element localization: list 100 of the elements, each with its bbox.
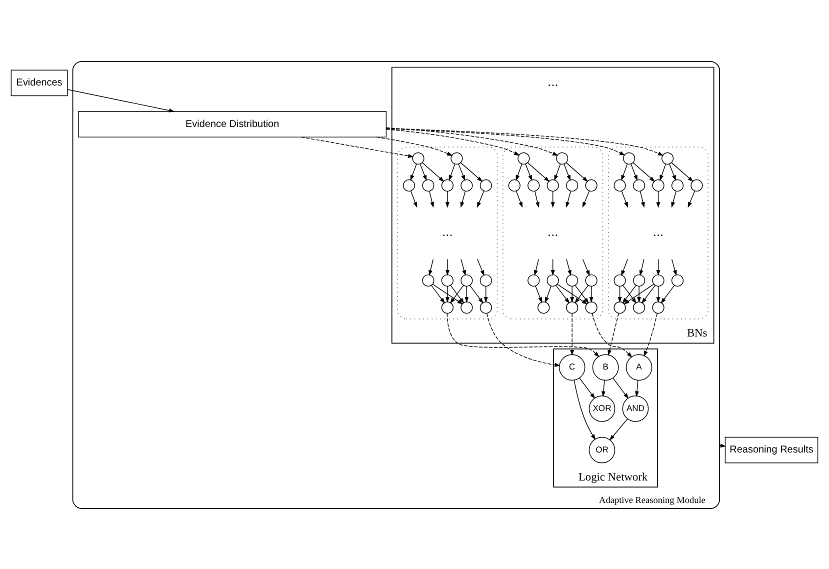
node-circle [441,301,454,314]
arrow [656,190,660,208]
arrow [535,285,542,303]
arrow [570,286,574,302]
arrow [464,286,469,302]
arrow [582,190,590,208]
arrow [621,258,628,276]
node-circle [460,274,473,286]
node-circle [633,301,646,314]
cluster [502,146,604,319]
arrow [477,258,484,276]
arrow [671,190,676,208]
node-circle [441,274,454,286]
node-circle: A [626,354,652,380]
node-circle [633,274,646,286]
arrow [669,162,676,180]
arrow [386,128,520,156]
arrow [550,258,555,276]
node-circle [614,301,626,314]
node-circle [528,178,540,192]
node-circle [546,178,559,192]
node-circle: C [558,354,586,380]
arrow [525,162,532,180]
arrow [671,258,677,276]
arrow [410,163,417,180]
arrow [621,163,628,180]
arrow [300,136,414,158]
node-circle [508,178,520,192]
arrow [460,162,483,182]
node-box: Evidence Distribution [78,110,387,137]
arrow [642,284,656,304]
arrow [660,284,675,304]
arrow [609,418,628,440]
node-circle [671,178,684,192]
node-circle [652,301,664,314]
node-circle: B [592,354,619,380]
arrow [422,162,444,182]
arrow [566,162,588,182]
arrow [410,190,418,208]
arrow [550,190,555,208]
node-box: Reasoning Results [724,436,818,463]
arrow [618,286,622,302]
arrow [420,162,427,180]
node-circle [671,274,684,286]
arrow [445,190,450,208]
node-circle: OR [588,436,616,463]
arrow [476,190,484,208]
arrow [637,286,642,302]
arrow [445,286,450,302]
arrow [566,258,572,276]
arrow [640,190,645,208]
node-circle: XOR [588,395,616,422]
arrow [460,258,466,276]
arrow [527,162,550,182]
node-circle [528,274,540,286]
node-circle [556,152,568,164]
node-circle [566,178,578,192]
node-circle [422,178,434,192]
node-circle [546,274,559,286]
node-circle [460,178,473,192]
arrow [556,283,588,304]
arrow [428,258,434,276]
arrow [376,136,453,156]
node-circle [652,178,664,192]
label: ... [548,74,558,89]
node-circle [623,152,636,164]
node-circle [585,274,598,286]
node-circle [566,274,578,286]
arrow [656,258,660,276]
arrow [719,443,726,448]
node-circle [652,274,664,286]
node-circle [480,274,492,286]
arrow [431,284,445,304]
arrow [556,284,570,304]
node-circle [585,178,598,192]
arrow [448,163,456,180]
arrow [632,162,656,182]
arrow [470,284,484,304]
node-circle [480,301,492,314]
arrow [630,162,638,180]
arrow [446,312,600,357]
arrow [579,377,596,398]
node-circle [538,301,550,314]
arrow [656,286,660,302]
arrow [688,190,696,208]
arrow [460,190,466,208]
node-circle [480,178,492,192]
arrow [644,312,658,356]
node-circle [422,274,434,286]
arrow [432,283,463,304]
arrow [566,190,572,208]
arrow [582,258,590,276]
arrow [486,312,560,366]
arrow [516,163,522,180]
arrow [574,379,596,440]
arrow [484,286,488,302]
arrow [592,312,632,358]
arrow [660,163,666,180]
arrow [386,126,558,156]
arrow [554,163,561,180]
